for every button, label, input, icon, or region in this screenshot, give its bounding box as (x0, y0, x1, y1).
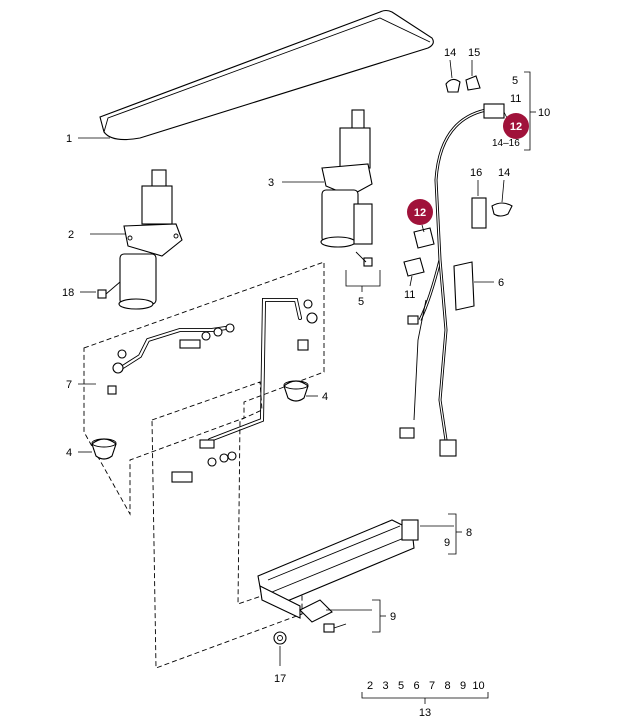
badge-12-lower[interactable]: 12 (407, 199, 433, 225)
label-13: 13 (419, 707, 431, 719)
label-8: 8 (466, 527, 472, 539)
range-item: 9 (460, 680, 466, 692)
bolt-18 (97, 281, 121, 299)
hose-line-right (171, 298, 318, 483)
leader-14a (449, 59, 453, 79)
bracket-8 (448, 513, 457, 555)
label-18: 18 (62, 287, 74, 299)
label-11b: 11 (404, 289, 415, 301)
rubber-cap-right (283, 380, 309, 402)
mount-bracket-9 (299, 599, 347, 633)
label-14c: 14–16 (492, 138, 520, 149)
range-bracket (361, 692, 489, 699)
badge-12-upper[interactable]: 12 (503, 113, 529, 139)
label-9b: 9 (390, 611, 396, 623)
badge-12-upper-text: 12 (510, 121, 522, 133)
range-item: 5 (398, 680, 404, 692)
range-item: 6 (413, 680, 419, 692)
range-item: 3 (382, 680, 388, 692)
label-4b: 4 (66, 447, 72, 459)
label-14b: 14 (498, 167, 510, 179)
spoiler-wing (99, 9, 434, 141)
leader-12a (421, 224, 425, 233)
bracket-10 (524, 71, 531, 151)
label-6: 6 (498, 277, 504, 289)
label-7: 7 (66, 379, 72, 391)
label-15: 15 (468, 47, 480, 59)
label-4a: 4 (322, 391, 328, 403)
nut-17 (273, 631, 287, 645)
label-16: 16 (470, 167, 482, 179)
leader-14b (501, 179, 505, 203)
control-module-6 (453, 261, 475, 311)
lift-cylinder-right (320, 109, 373, 248)
label-1: 1 (66, 133, 72, 145)
badge-12-lower-text: 12 (414, 207, 426, 219)
badge-12-upper-circle (503, 113, 529, 139)
label-5a: 5 (358, 296, 364, 308)
label-9a: 9 (444, 537, 450, 549)
label-3: 3 (268, 177, 274, 189)
hose-line-upper (107, 323, 235, 395)
screw-under-cylinder (355, 251, 373, 267)
label-11a: 11 (510, 93, 521, 105)
range-item: 7 (429, 680, 435, 692)
wiring-harness (399, 75, 513, 457)
range-item: 8 (444, 680, 450, 692)
lift-cylinder-left (118, 169, 183, 310)
range-item: 10 (472, 680, 484, 692)
actuator-unit (257, 519, 419, 619)
range-item: 2 (367, 680, 373, 692)
drive-set-outline (151, 381, 303, 669)
bracket-9b (372, 599, 381, 633)
label-17: 17 (274, 673, 286, 685)
badge-12-lower-circle (407, 199, 433, 225)
label-5b: 5 (512, 75, 518, 87)
label-10: 10 (538, 107, 550, 119)
label-14a: 14 (444, 47, 456, 59)
rubber-cap-left (91, 438, 117, 460)
leader-11b (409, 275, 413, 287)
bracket-5a (345, 270, 381, 287)
label-2: 2 (68, 229, 74, 241)
